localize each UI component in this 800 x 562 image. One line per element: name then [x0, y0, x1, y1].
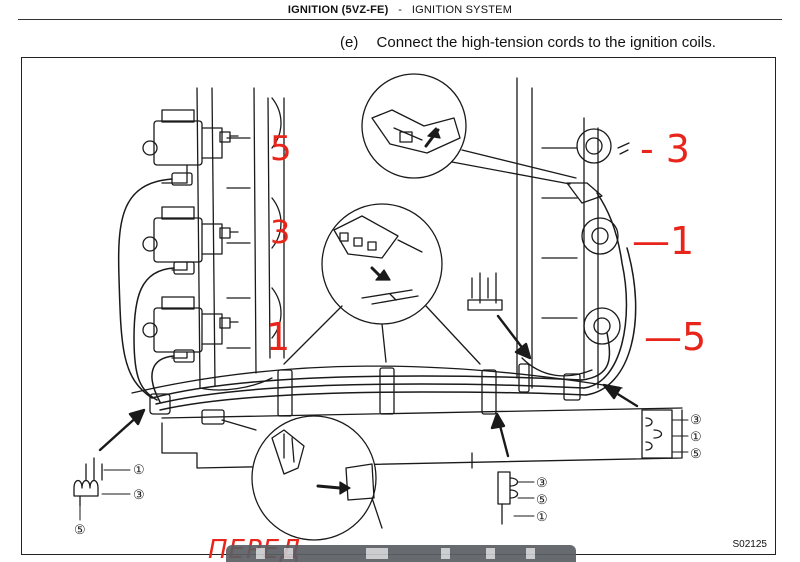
clamp-labels-right: ③ ① ⑤	[690, 412, 702, 461]
instruction-step: (e)	[340, 34, 359, 51]
header-separator: -	[398, 4, 403, 16]
clamp-detail-right	[641, 409, 673, 459]
toolbar-button[interactable]	[256, 548, 265, 559]
cord-clamps	[149, 363, 581, 425]
figure-id: S02125	[732, 539, 767, 550]
clamp-detail-bottom-left	[73, 457, 103, 507]
clamp-detail-top	[467, 272, 503, 311]
toolbar-button[interactable]	[441, 548, 450, 559]
clamp-label: ⑤	[536, 492, 548, 507]
magnifier-bottom	[221, 415, 383, 541]
clamp-labels-bottom-center: ③ ⑤ ①	[536, 475, 548, 524]
high-tension-cords	[117, 178, 637, 411]
header-rule	[18, 19, 782, 20]
viewer-toolbar[interactable]	[226, 545, 576, 562]
toolbar-page-field[interactable]	[366, 548, 388, 559]
magnifier-top-right	[361, 73, 577, 185]
ignition-coil-middle	[142, 206, 239, 271]
ignition-diagram: ① ③ ⑤ ③ ⑤ ① ③ ① ⑤ 5 3 1 - 3 —1 —5 S02125	[21, 57, 776, 555]
pointer-arrows	[98, 314, 639, 458]
annotation-cylinder-1: 1	[266, 315, 290, 359]
handwritten-annotations: 5 3 1 - 3 —1 —5	[266, 127, 706, 359]
annotation-right-1: —1	[632, 219, 694, 263]
cord-boots	[171, 172, 195, 363]
instruction: (e) Connect the high-tension cords to th…	[340, 34, 716, 51]
spark-plug-wells	[566, 128, 630, 345]
engine-block	[131, 77, 683, 471]
clamp-label: ①	[133, 462, 145, 477]
diagram-drawing: ① ③ ⑤ ③ ⑤ ① ③ ① ⑤ 5 3 1 - 3 —1 —5	[73, 73, 706, 541]
annotation-right-3: - 3	[640, 127, 690, 171]
clamp-label: ⑤	[690, 446, 702, 461]
header-section: IGNITION (5VZ-FE)	[287, 4, 389, 16]
annotation-right-5: —5	[644, 315, 706, 359]
page-header: IGNITION (5VZ-FE) - IGNITION SYSTEM	[0, 4, 800, 16]
label-leaders	[79, 419, 689, 521]
clamp-detail-bottom-center	[497, 471, 519, 525]
ignition-coil-bottom	[142, 296, 239, 359]
toolbar-button[interactable]	[526, 548, 535, 559]
toolbar-button[interactable]	[284, 548, 293, 559]
clamp-label: ①	[690, 429, 702, 444]
clamp-label: ③	[133, 487, 145, 502]
magnifier-center	[283, 203, 481, 365]
clamp-label: ③	[690, 412, 702, 427]
clamp-label: ③	[536, 475, 548, 490]
annotation-cylinder-5: 5	[270, 129, 292, 169]
ignition-coil-top	[142, 109, 239, 184]
toolbar-button[interactable]	[486, 548, 495, 559]
clamp-label: ⑤	[74, 522, 86, 537]
instruction-text: Connect the high-tension cords to the ig…	[376, 34, 716, 51]
clamp-label: ①	[536, 509, 548, 524]
clamp-labels-bottom-left: ① ③ ⑤	[74, 462, 145, 537]
header-system: IGNITION SYSTEM	[411, 4, 513, 16]
annotation-cylinder-3: 3	[270, 213, 290, 251]
